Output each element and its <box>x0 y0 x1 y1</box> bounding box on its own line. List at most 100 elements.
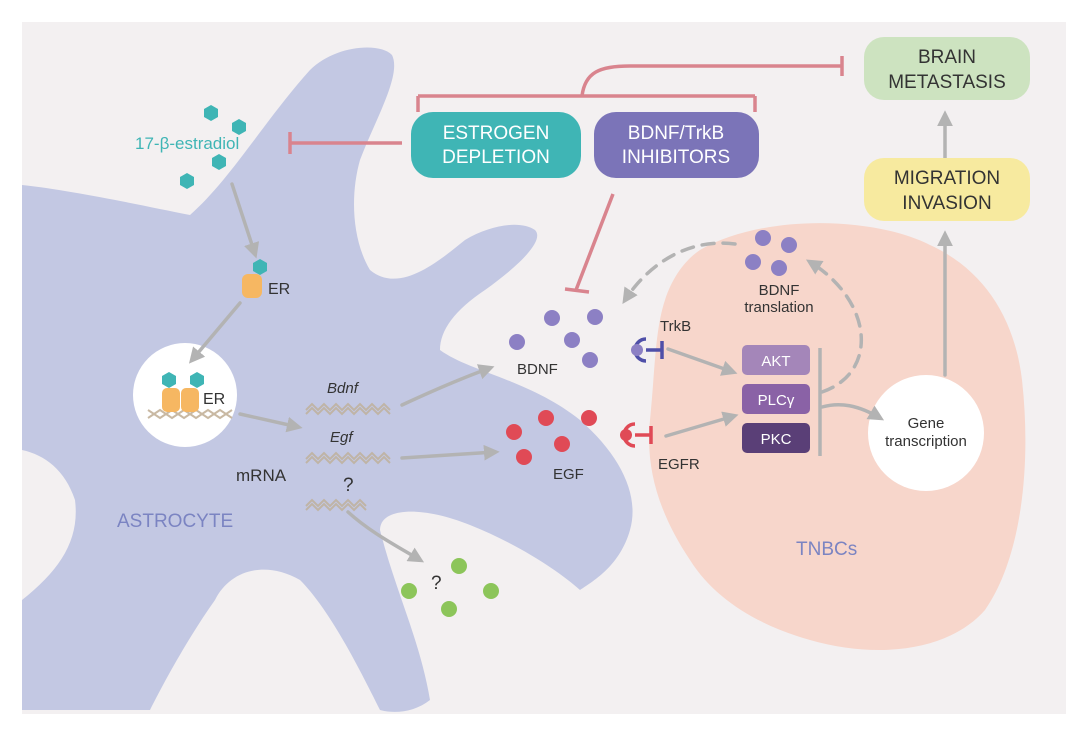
egfr-receptor <box>620 422 653 448</box>
inhibition-lines <box>288 56 844 294</box>
migration-invasion-label: MIGRATION <box>894 168 1000 189</box>
brain-metastasis-label: BRAIN <box>918 47 976 68</box>
activation-arrows <box>188 110 953 563</box>
estradiol-molecule <box>212 154 226 170</box>
mrna-strands <box>305 402 391 512</box>
plcg-label: PLCγ <box>758 392 795 409</box>
unknown-factor-label: ? <box>431 573 442 594</box>
bdnf-molecule <box>564 332 580 348</box>
arrow-translation-to-bdnf <box>622 241 737 304</box>
egf-molecule <box>538 410 554 426</box>
bdnf-molecule <box>544 310 560 326</box>
arrow-nucleus-to-mrna <box>238 412 303 433</box>
estradiol-molecules <box>180 105 246 189</box>
bdnf-label: BDNF <box>517 361 558 378</box>
translated-bdnf-molecule <box>745 254 761 270</box>
estradiol-molecule <box>204 105 218 121</box>
bdnf-mrna-label: Bdnf <box>327 380 360 397</box>
astrocyte-cell <box>22 47 633 712</box>
egf-molecule <box>516 449 532 465</box>
bdnf-mrna-strand <box>305 406 391 416</box>
bdnf-inhibitors-label: BDNF/TrkB <box>628 123 724 144</box>
arrow-signaling-to-gene <box>820 403 885 421</box>
translated-bdnf-molecule <box>781 237 797 253</box>
translated-bdnf-molecule <box>771 260 787 276</box>
egfr-label: EGFR <box>658 456 700 473</box>
estradiol-molecule <box>232 119 246 135</box>
gene-transcription-label: transcription <box>885 433 967 450</box>
er-membrane-label: ER <box>268 281 290 298</box>
bdnf-mrna-strand <box>305 402 391 412</box>
gene-transcription-label: Gene <box>908 415 945 432</box>
astrocyte-label: ASTROCYTE <box>117 511 233 532</box>
plcg-box <box>742 384 810 414</box>
inhibition-to-metastasis <box>580 64 842 97</box>
unknown-mrna-strand <box>305 502 367 512</box>
migration-invasion-box <box>864 158 1030 221</box>
arrow-signaling-to-translation <box>805 259 864 394</box>
er-dimer-estradiol <box>162 372 176 388</box>
arrow-trkb-to-akt <box>666 347 738 376</box>
pkc-box <box>742 423 810 453</box>
arrow-bdnf-mrna-to-bdnf <box>400 364 495 407</box>
estrogen-depletion-label: ESTROGEN <box>443 123 550 144</box>
arrow-estradiol-to-er <box>230 182 260 259</box>
estrogen-depletion-label: DEPLETION <box>442 147 550 168</box>
akt-box <box>742 345 810 375</box>
unknown-mrna-label: ? <box>343 475 354 496</box>
tnbcs-label: TNBCs <box>796 539 857 560</box>
egf-molecule <box>581 410 597 426</box>
estradiol-label: 17-β-estradiol <box>135 134 239 153</box>
er-dimer-left <box>162 388 180 412</box>
bdnf-translation-label: BDNF <box>759 282 800 299</box>
pkc-label: PKC <box>761 431 792 448</box>
bdnf-molecule <box>587 309 603 325</box>
bdnf-inhibitors-box <box>594 112 759 178</box>
gene-transcription-circle <box>868 375 984 491</box>
unknown-mrna-strand <box>305 498 367 508</box>
brain-metastasis-label: METASTASIS <box>888 72 1006 93</box>
translated-bdnf-molecule <box>755 230 771 246</box>
brain-metastasis-box <box>864 37 1030 100</box>
inhibition-to-bdnf <box>574 193 615 291</box>
akt-label: AKT <box>761 353 790 370</box>
unknown-factor-molecule <box>451 558 467 574</box>
egf-mrna-label: Egf <box>330 429 354 446</box>
egf-molecule <box>506 424 522 440</box>
bdnf-translation-label: translation <box>744 299 813 316</box>
unknown-factor-molecule <box>401 583 417 599</box>
estrogen-depletion-box <box>411 112 581 178</box>
bdnf-molecules <box>509 309 603 368</box>
bdnf-molecule <box>582 352 598 368</box>
er-bound-estradiol <box>253 259 267 275</box>
er-nucleus-label: ER <box>203 391 225 408</box>
unknown-factor-molecule <box>483 583 499 599</box>
tnbc-cell <box>649 223 1026 650</box>
arrow-unknown-mrna-to-factor <box>346 510 425 563</box>
arrow-er-to-nucleus <box>188 301 242 364</box>
dna-helix <box>147 408 233 420</box>
egf-mrna-strand <box>305 455 391 465</box>
egf-label: EGF <box>553 466 584 483</box>
estradiol-molecule <box>180 173 194 189</box>
arrow-egfr-to-pkc <box>664 411 739 438</box>
er-dimer-estradiol <box>190 372 204 388</box>
er-receptor <box>242 274 262 298</box>
translated-bdnf-molecules <box>745 230 797 276</box>
egf-molecules <box>506 410 597 465</box>
bdnf-molecule <box>509 334 525 350</box>
feedback-arrows <box>622 241 864 394</box>
trkb-label: TrkB <box>660 318 691 335</box>
inhibition-bar-bdnf <box>564 287 590 294</box>
migration-invasion-label: INVASION <box>902 193 991 214</box>
er-dimer-right <box>181 388 199 412</box>
trkb-receptor <box>631 337 664 363</box>
mrna-label: mRNA <box>236 466 287 485</box>
unknown-factor-molecule <box>441 601 457 617</box>
bdnf-inhibitors-label: INHIBITORS <box>622 147 730 168</box>
arrow-egf-mrna-to-egf <box>400 444 500 461</box>
egf-molecule <box>554 436 570 452</box>
egf-mrna-strand <box>305 451 391 461</box>
